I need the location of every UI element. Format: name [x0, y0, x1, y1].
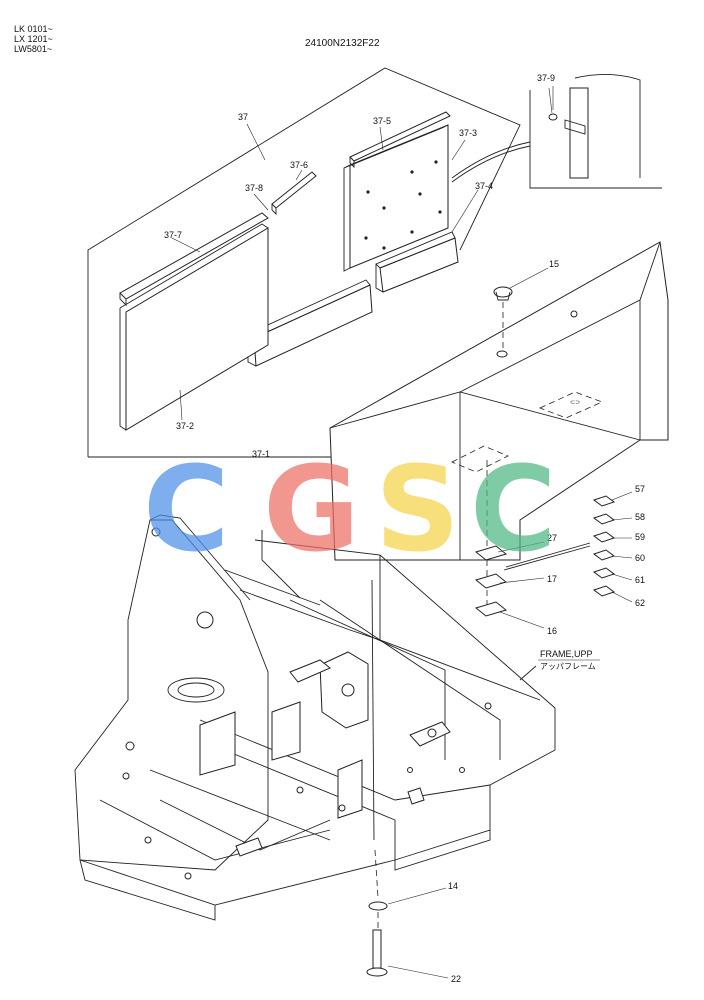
callout-37-9: 37-9 [537, 73, 555, 83]
part-37-7-strip [119, 212, 269, 307]
watermark-letter-1: C [143, 440, 230, 578]
callout-57: 57 [635, 484, 645, 494]
callout-37-8: 37-8 [245, 183, 263, 193]
serial-2: LX 1201~ [14, 34, 53, 44]
watermark-logo: C G S C [143, 440, 557, 578]
callout-labels: 37 37-5 37-3 37-6 37-4 37-8 37-7 37-2 37… [164, 73, 645, 984]
drawing-code: 24100N2132F22 [305, 38, 380, 49]
part-37-2-plate [119, 223, 269, 431]
callout-16: 16 [547, 626, 557, 636]
serial-list: LK 0101~ LX 1201~ LW5801~ [14, 24, 53, 54]
callout-37-6: 37-6 [290, 160, 308, 170]
assembly-bracket-37 [87, 67, 521, 458]
shims-group [474, 460, 591, 617]
part-37-4-block [375, 231, 459, 293]
callout-15: 15 [549, 259, 559, 269]
part-37-6-strip [271, 171, 317, 216]
callout-37-5: 37-5 [373, 116, 391, 126]
leader-lines [171, 86, 633, 979]
callout-61: 61 [635, 575, 645, 585]
callout-37-7: 37-7 [164, 230, 182, 240]
watermark-letter-2: G [263, 440, 360, 578]
callout-14: 14 [448, 881, 458, 891]
part-15-washer [493, 286, 513, 358]
callout-17: 17 [547, 574, 557, 584]
serial-1: LK 0101~ [14, 24, 53, 34]
bolt-22-and-washer-14 [366, 579, 388, 977]
callout-37-1: 37-1 [252, 449, 270, 459]
callout-37-4: 37-4 [475, 181, 493, 191]
callout-58: 58 [635, 512, 645, 522]
frame-label-en: FRAME,UPP [540, 649, 593, 659]
part-37-1-counterweight: ⊂⊃ [329, 241, 669, 561]
upper-frame [74, 514, 556, 921]
callout-60: 60 [635, 553, 645, 563]
callout-37-2: 37-2 [176, 421, 194, 431]
callout-59: 59 [635, 532, 645, 542]
callout-37-3: 37-3 [459, 128, 477, 138]
callout-37: 37 [238, 112, 248, 122]
inset-detail-37-9 [451, 73, 662, 189]
serial-3: LW5801~ [14, 44, 53, 54]
callout-27: 27 [547, 533, 557, 543]
watermark-letter-4: C [470, 440, 557, 578]
callout-62: 62 [635, 598, 645, 608]
frame-label-jp: アッパフレーム [540, 662, 596, 671]
part-37-3-plate [343, 124, 449, 272]
shims-57-62 [592, 495, 616, 597]
svg-text:⊂⊃: ⊂⊃ [570, 400, 580, 406]
callout-22: 22 [451, 974, 461, 984]
watermark-letter-3: S [375, 440, 460, 578]
part-37-5-strip [349, 111, 451, 169]
